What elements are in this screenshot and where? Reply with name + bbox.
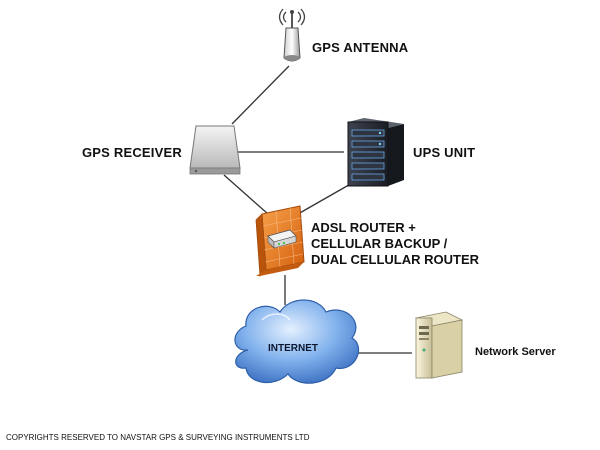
connections <box>223 65 412 354</box>
gps-antenna-label: GPS ANTENNA <box>312 40 409 55</box>
line-receiver-router <box>223 174 269 215</box>
router-icon <box>255 205 305 277</box>
ups-unit-icon <box>347 118 404 187</box>
router-label-line-3: DUAL CELLULAR ROUTER <box>311 252 480 267</box>
network-server-label: Network Server <box>475 346 556 358</box>
gps-receiver-label: GPS RECEIVER <box>82 145 182 160</box>
gps-receiver-icon <box>189 125 241 175</box>
ups-unit-label: UPS UNIT <box>413 145 476 160</box>
router-label-line-1: ADSL ROUTER + <box>311 220 416 235</box>
line-ups-router <box>297 181 355 215</box>
internet-cloud-icon <box>234 299 360 384</box>
line-antenna-receiver <box>231 65 290 125</box>
router-label: ADSL ROUTER + CELLULAR BACKUP / DUAL CEL… <box>311 220 479 268</box>
router-label-line-2: CELLULAR BACKUP / <box>311 236 448 251</box>
internet-label: INTERNET <box>268 343 318 354</box>
network-server-icon <box>414 311 464 379</box>
gps-antenna-icon <box>278 8 306 62</box>
copyright-notice: COPYRIGHTS RESERVED TO NAVSTAR GPS & SUR… <box>6 433 310 442</box>
